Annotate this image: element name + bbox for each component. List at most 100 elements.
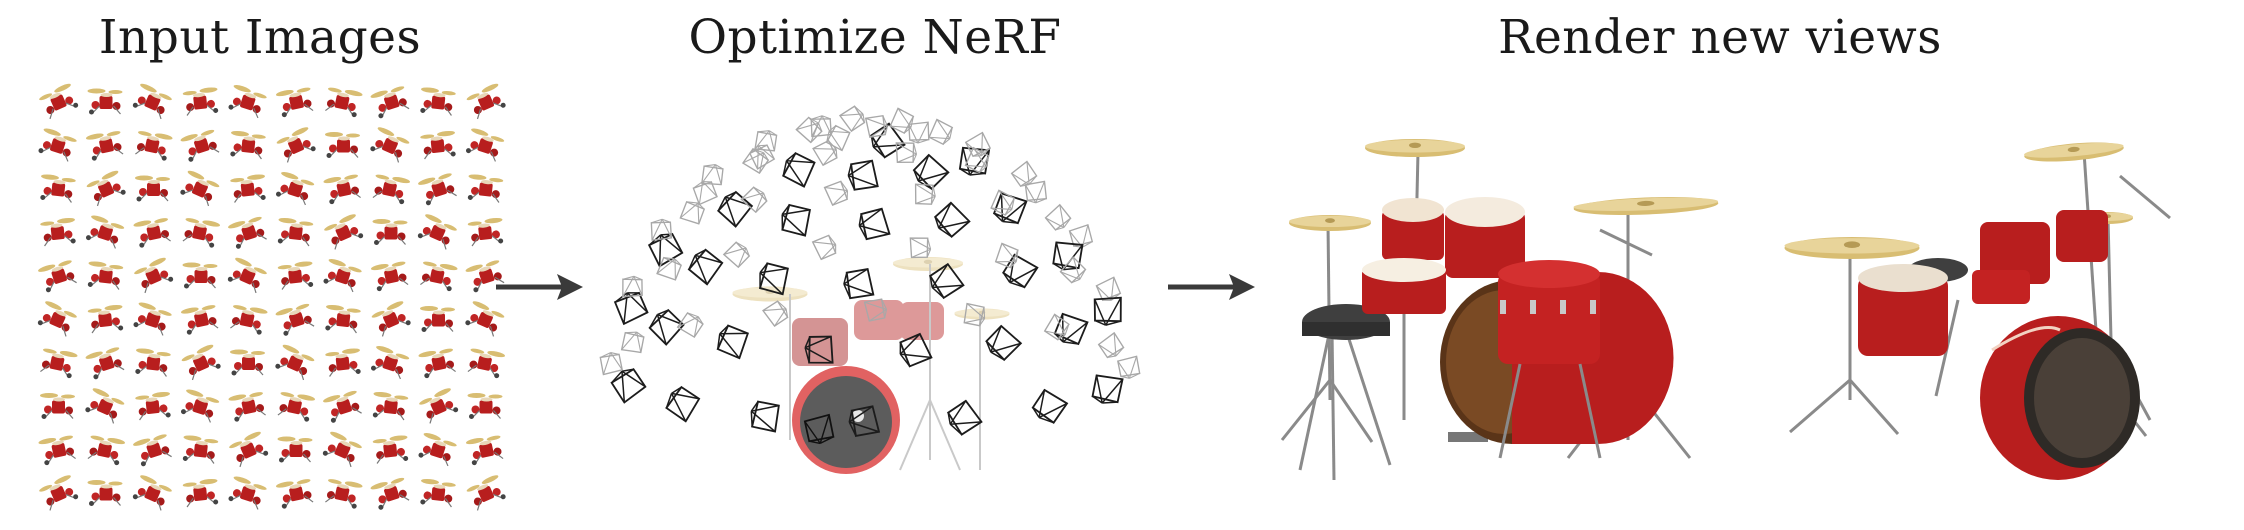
- camera-frustum-icon: [986, 186, 1019, 220]
- camera-frustum-icon: [1027, 384, 1072, 429]
- camera-frustum-icon: [644, 304, 689, 349]
- input-image-thumbnail: [370, 171, 412, 206]
- panel-title-optimize-nerf: Optimize NeRF: [688, 10, 1062, 65]
- input-image-thumbnail: [181, 261, 219, 290]
- input-image-thumbnail: [275, 389, 317, 424]
- input-image-thumbnail: [85, 260, 125, 291]
- input-image-thumbnail: [39, 216, 79, 248]
- camera-frustum-icon: [599, 351, 624, 376]
- camera-frustum-icon: [846, 158, 880, 192]
- input-image-thumbnail: [322, 303, 362, 335]
- input-image-thumbnail: [37, 173, 77, 204]
- input-image-thumbnail: [367, 125, 412, 165]
- input-image-thumbnail: [225, 255, 269, 295]
- input-image-thumbnail: [225, 82, 269, 120]
- input-image-thumbnail: [274, 125, 319, 165]
- camera-frustum-icon: [617, 327, 649, 358]
- input-image-thumbnail: [86, 479, 124, 507]
- nerf-scene: [599, 103, 1141, 474]
- input-image-grid: [35, 81, 509, 513]
- input-image-thumbnail: [321, 387, 365, 425]
- input-image-thumbnail: [177, 168, 222, 208]
- input-image-thumbnail: [465, 173, 505, 204]
- camera-frustum-icon: [653, 252, 686, 285]
- camera-frustum-icon: [891, 138, 920, 167]
- input-image-thumbnail: [37, 345, 79, 380]
- input-image-thumbnail: [227, 429, 271, 469]
- input-image-thumbnail: [37, 473, 81, 513]
- input-image-thumbnail: [466, 216, 506, 248]
- camera-frustum-icon: [1116, 355, 1141, 380]
- camera-frustum-icon: [811, 138, 841, 168]
- input-image-thumbnail: [415, 430, 459, 468]
- input-image-thumbnail: [462, 299, 507, 339]
- input-image-thumbnail: [322, 84, 364, 119]
- input-image-thumbnail: [178, 387, 221, 425]
- input-image-thumbnail: [273, 169, 316, 207]
- camera-frustum-icon: [683, 244, 728, 289]
- input-image-thumbnail: [417, 258, 459, 293]
- input-image-thumbnail: [274, 300, 317, 338]
- input-image-thumbnail: [180, 215, 222, 250]
- camera-frustum-icon: [711, 319, 755, 363]
- camera-frustum-icon: [618, 273, 647, 302]
- input-image-thumbnail: [86, 303, 126, 335]
- input-image-thumbnail: [322, 171, 364, 206]
- camera-frustum-icon: [943, 397, 985, 438]
- input-image-thumbnail: [132, 215, 174, 250]
- camera-frustum-icon: [1008, 159, 1040, 190]
- camera-frustum-icon: [674, 308, 708, 342]
- input-image-thumbnail: [369, 258, 411, 293]
- input-image-thumbnail: [274, 476, 316, 511]
- input-image-thumbnail: [371, 434, 411, 465]
- input-image-thumbnail: [227, 389, 269, 424]
- bass-drum-head: [800, 376, 892, 468]
- rendered-view-1: [1280, 139, 1720, 481]
- input-image-thumbnail: [180, 434, 220, 465]
- input-image-thumbnail: [464, 473, 509, 513]
- input-image-thumbnail: [86, 87, 124, 116]
- input-image-thumbnail: [419, 129, 459, 161]
- camera-frustum-icon: [990, 239, 1023, 273]
- camera-frustum-icon: [744, 395, 787, 437]
- input-image-thumbnail: [322, 476, 364, 511]
- arrow-icon: [496, 274, 583, 300]
- camera-frustum-icon: [997, 248, 1042, 294]
- camera-frustum-icon: [776, 147, 821, 192]
- camera-frustum-icon: [842, 267, 876, 301]
- input-image-thumbnail: [83, 213, 126, 251]
- input-image-thumbnail: [134, 390, 174, 422]
- input-image-thumbnail: [371, 218, 409, 246]
- input-image-thumbnail: [132, 128, 174, 163]
- camera-frustum-icon: [1042, 202, 1074, 234]
- input-image-thumbnail: [320, 429, 364, 469]
- input-image-thumbnail: [132, 255, 176, 295]
- camera-frustum-icon: [1096, 330, 1127, 361]
- input-image-thumbnail: [134, 174, 171, 203]
- input-image-thumbnail: [84, 128, 126, 163]
- input-image-thumbnail: [179, 342, 224, 382]
- camera-frustum-icon: [910, 180, 939, 209]
- camera-frustum-icon: [1089, 291, 1127, 329]
- input-image-thumbnail: [417, 86, 457, 117]
- input-image-thumbnail: [181, 477, 221, 509]
- input-image-thumbnail: [132, 347, 172, 378]
- input-image-thumbnail: [36, 257, 80, 294]
- panel-title-input-images: Input Images: [98, 10, 422, 65]
- input-image-thumbnail: [276, 435, 314, 464]
- camera-frustum-icon: [761, 298, 792, 329]
- input-image-thumbnail: [84, 344, 127, 381]
- input-image-thumbnail: [84, 168, 129, 208]
- input-image-thumbnail: [35, 126, 79, 164]
- input-image-thumbnail: [370, 390, 410, 422]
- input-image-thumbnail: [130, 300, 174, 338]
- input-image-thumbnail: [464, 81, 509, 121]
- input-image-thumbnail: [229, 173, 269, 204]
- input-image-thumbnail: [227, 302, 269, 337]
- input-image-thumbnail: [415, 212, 459, 252]
- panel-title-render-new-views: Render new views: [1498, 10, 1942, 65]
- camera-frustum-icon: [981, 321, 1025, 365]
- input-image-thumbnail: [37, 81, 81, 121]
- input-image-thumbnail: [179, 302, 221, 337]
